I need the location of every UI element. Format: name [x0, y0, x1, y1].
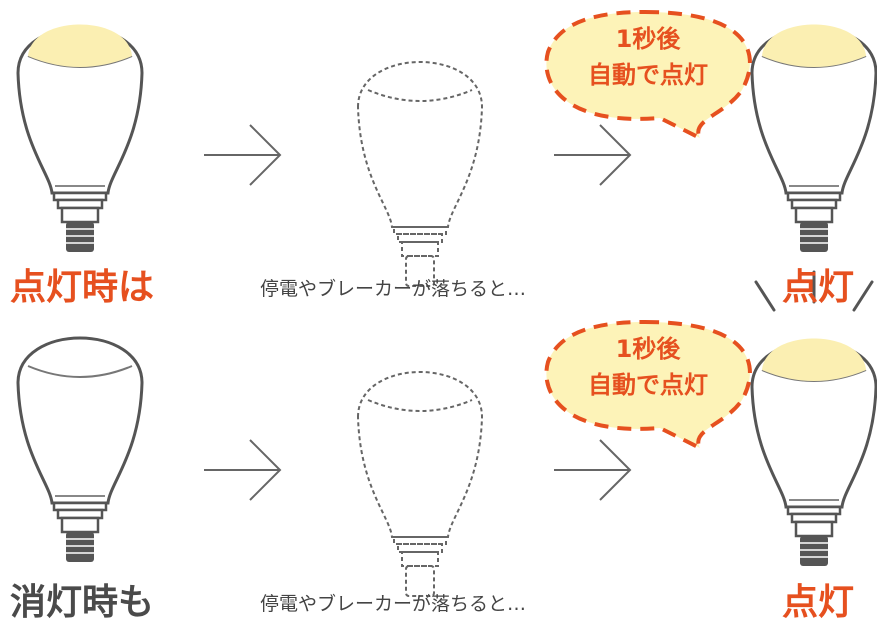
- arrow-right-icon: [553, 439, 631, 501]
- bulb-icon: [16, 336, 144, 564]
- bulb-glow: [28, 24, 132, 67]
- state-label-lit: 点灯時は: [10, 267, 155, 308]
- result-label: 点灯: [782, 582, 855, 623]
- dashed-bulb-icon: [357, 61, 483, 287]
- outage-caption: 停電やブレーカーが落ちると…: [260, 278, 527, 300]
- result-label: 点灯: [782, 267, 855, 308]
- arrow-right-icon: [203, 439, 281, 501]
- row2-result-bulb: [750, 270, 877, 568]
- bulb-glow: [762, 338, 866, 381]
- row2-initial-bulb: [16, 336, 144, 564]
- bubble-line1: 1秒後: [616, 25, 682, 53]
- row1-arrow-2: [553, 124, 631, 186]
- outage-caption: 停電やブレーカーが落ちると…: [260, 593, 527, 615]
- row2-arrow-2: [553, 439, 631, 501]
- arrow-right-icon: [203, 124, 281, 186]
- row1-outage-bulb: [357, 61, 483, 287]
- state-label-unlit: 消灯時も: [10, 582, 155, 623]
- row1-bubble: 1秒後 自動で点灯: [544, 9, 752, 143]
- bulb-glow: [762, 24, 866, 67]
- bubble-line1: 1秒後: [616, 335, 682, 363]
- row1-arrow-1: [203, 124, 281, 186]
- row2-outage-bulb: [357, 371, 483, 597]
- row2-arrow-1: [203, 439, 281, 501]
- row1-result-bulb: [750, 24, 877, 254]
- bubble-line2: 自動で点灯: [588, 61, 708, 89]
- dashed-bulb-icon: [357, 371, 483, 597]
- row2-bubble: 1秒後 自動で点灯: [544, 319, 752, 453]
- row1-initial-bulb: [16, 24, 144, 254]
- arrow-right-icon: [553, 124, 631, 186]
- bubble-line2: 自動で点灯: [588, 371, 708, 399]
